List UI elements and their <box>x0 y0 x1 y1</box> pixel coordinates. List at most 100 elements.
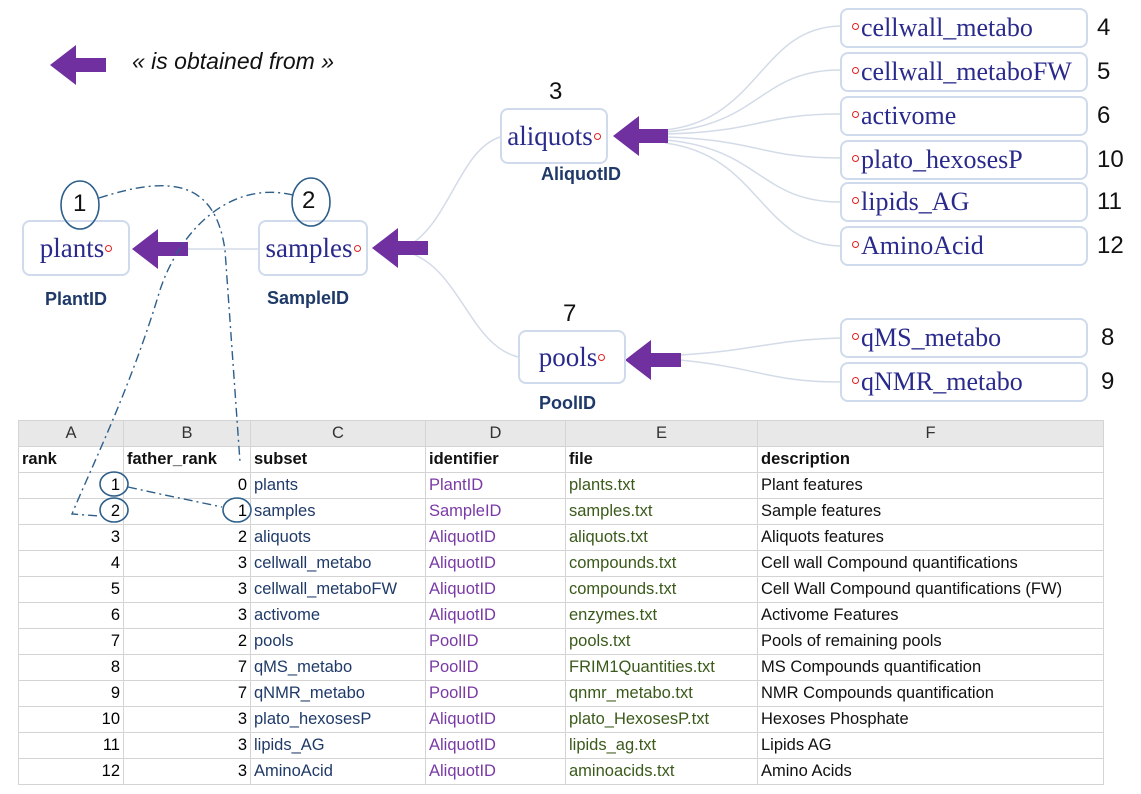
cell-identifier[interactable]: AliquotID <box>425 706 566 733</box>
cell-description[interactable]: Aliquots features <box>757 524 1104 551</box>
child-node[interactable]: plato_hexosesP <box>840 140 1088 180</box>
cell-father-rank[interactable]: 1 <box>123 498 251 525</box>
header-cell[interactable]: identifier <box>425 446 566 473</box>
cell-file[interactable]: aliquots.txt <box>565 524 758 551</box>
child-node[interactable]: qMS_metabo <box>840 318 1088 358</box>
cell-subset[interactable]: cellwall_metaboFW <box>250 576 426 603</box>
child-rank: 11 <box>1097 188 1122 215</box>
cell-description[interactable]: Cell Wall Compound quantifications (FW) <box>757 576 1104 603</box>
cell-rank[interactable]: 7 <box>18 628 124 655</box>
cell-file[interactable]: compounds.txt <box>565 550 758 577</box>
edge-aliquots-child <box>664 142 841 247</box>
node-aliquots[interactable]: aliquots <box>500 108 608 164</box>
cell-subset[interactable]: aliquots <box>250 524 426 551</box>
cell-subset[interactable]: activome <box>250 602 426 629</box>
cell-subset[interactable]: samples <box>250 498 426 525</box>
header-cell[interactable]: rank <box>18 446 124 473</box>
cell-file[interactable]: plants.txt <box>565 472 758 499</box>
child-node[interactable]: cellwall_metabo <box>840 8 1088 48</box>
cell-father-rank[interactable]: 0 <box>123 472 251 499</box>
cell-description[interactable]: Pools of remaining pools <box>757 628 1104 655</box>
cell-rank[interactable]: 3 <box>18 524 124 551</box>
cell-rank[interactable]: 10 <box>18 706 124 733</box>
node-samples[interactable]: samples <box>258 220 368 276</box>
cell-file[interactable]: pools.txt <box>565 628 758 655</box>
cell-file[interactable]: lipids_ag.txt <box>565 732 758 759</box>
cell-description[interactable]: Plant features <box>757 472 1104 499</box>
child-node[interactable]: cellwall_metaboFW <box>840 52 1088 92</box>
cell-identifier[interactable]: AliquotID <box>425 758 566 785</box>
cell-identifier[interactable]: AliquotID <box>425 550 566 577</box>
node-pools[interactable]: pools <box>518 330 626 384</box>
column-letter[interactable]: E <box>565 420 758 447</box>
cell-description[interactable]: NMR Compounds quantification <box>757 680 1104 707</box>
cell-identifier[interactable]: PlantID <box>425 472 566 499</box>
cell-identifier[interactable]: PoolID <box>425 680 566 707</box>
header-cell[interactable]: file <box>565 446 758 473</box>
cell-subset[interactable]: lipids_AG <box>250 732 426 759</box>
cell-file[interactable]: plato_HexosesP.txt <box>565 706 758 733</box>
cell-description[interactable]: Cell wall Compound quantifications <box>757 550 1104 577</box>
cell-file[interactable]: FRIM1Quantities.txt <box>565 654 758 681</box>
cell-father-rank[interactable]: 3 <box>123 706 251 733</box>
cell-identifier[interactable]: PoolID <box>425 628 566 655</box>
cell-subset[interactable]: AminoAcid <box>250 758 426 785</box>
cell-father-rank[interactable]: 3 <box>123 758 251 785</box>
cell-father-rank[interactable]: 7 <box>123 680 251 707</box>
cell-identifier[interactable]: AliquotID <box>425 732 566 759</box>
column-letter[interactable]: C <box>250 420 426 447</box>
cell-rank[interactable]: 12 <box>18 758 124 785</box>
cell-father-rank[interactable]: 2 <box>123 524 251 551</box>
cell-subset[interactable]: qMS_metabo <box>250 654 426 681</box>
column-letter[interactable]: A <box>18 420 124 447</box>
cell-file[interactable]: qnmr_metabo.txt <box>565 680 758 707</box>
child-node[interactable]: lipids_AG <box>840 182 1088 222</box>
cell-rank[interactable]: 1 <box>18 472 124 499</box>
child-node[interactable]: AminoAcid <box>840 226 1088 266</box>
cell-father-rank[interactable]: 7 <box>123 654 251 681</box>
header-cell[interactable]: father_rank <box>123 446 251 473</box>
cell-description[interactable]: Amino Acids <box>757 758 1104 785</box>
cell-description[interactable]: Lipids AG <box>757 732 1104 759</box>
cell-subset[interactable]: plants <box>250 472 426 499</box>
cell-rank[interactable]: 9 <box>18 680 124 707</box>
cell-file[interactable]: enzymes.txt <box>565 602 758 629</box>
node-plants[interactable]: plants <box>22 220 130 276</box>
connector-dot-icon <box>852 66 859 74</box>
cell-father-rank[interactable]: 2 <box>123 628 251 655</box>
cell-identifier[interactable]: AliquotID <box>425 576 566 603</box>
header-cell[interactable]: subset <box>250 446 426 473</box>
cell-subset[interactable]: plato_hexosesP <box>250 706 426 733</box>
header-cell[interactable]: description <box>757 446 1104 473</box>
cell-identifier[interactable]: AliquotID <box>425 524 566 551</box>
cell-subset[interactable]: pools <box>250 628 426 655</box>
cell-father-rank[interactable]: 3 <box>123 550 251 577</box>
cell-file[interactable]: samples.txt <box>565 498 758 525</box>
cell-rank[interactable]: 5 <box>18 576 124 603</box>
cell-rank[interactable]: 6 <box>18 602 124 629</box>
child-node[interactable]: qNMR_metabo <box>840 362 1088 402</box>
cell-subset[interactable]: cellwall_metabo <box>250 550 426 577</box>
cell-father-rank[interactable]: 3 <box>123 576 251 603</box>
cell-identifier[interactable]: SampleID <box>425 498 566 525</box>
column-letter[interactable]: F <box>757 420 1104 447</box>
cell-rank[interactable]: 8 <box>18 654 124 681</box>
column-letter[interactable]: B <box>123 420 251 447</box>
cell-description[interactable]: Activome Features <box>757 602 1104 629</box>
cell-description[interactable]: Sample features <box>757 498 1104 525</box>
cell-identifier[interactable]: AliquotID <box>425 602 566 629</box>
cell-rank[interactable]: 11 <box>18 732 124 759</box>
child-node[interactable]: activome <box>840 96 1088 136</box>
column-letter[interactable]: D <box>425 420 566 447</box>
cell-father-rank[interactable]: 3 <box>123 602 251 629</box>
cell-file[interactable]: compounds.txt <box>565 576 758 603</box>
cell-identifier[interactable]: PoolID <box>425 654 566 681</box>
cell-description[interactable]: Hexoses Phosphate <box>757 706 1104 733</box>
cell-rank[interactable]: 4 <box>18 550 124 577</box>
cell-description[interactable]: MS Compounds quantification <box>757 654 1104 681</box>
cell-subset[interactable]: qNMR_metabo <box>250 680 426 707</box>
cell-file[interactable]: aminoacids.txt <box>565 758 758 785</box>
cell-rank[interactable]: 2 <box>18 498 124 525</box>
cell-father-rank[interactable]: 3 <box>123 732 251 759</box>
